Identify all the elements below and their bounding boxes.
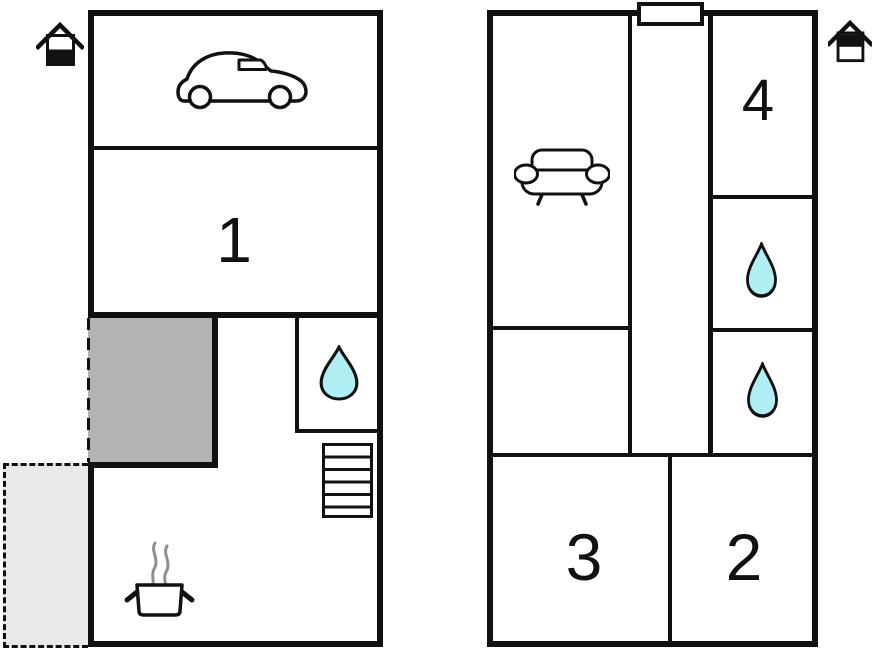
right-plan-wall-bottom xyxy=(487,641,818,647)
chimney xyxy=(637,2,704,26)
room1-bottom-wall xyxy=(88,312,383,318)
room4-divider xyxy=(713,195,812,199)
room2-label: 2 xyxy=(725,520,763,594)
terrace-area xyxy=(88,318,218,468)
room4-label: 4 xyxy=(741,68,775,133)
right-plan-wall-right xyxy=(812,10,818,647)
sofa-icon xyxy=(514,148,610,206)
bathroom-wall-left xyxy=(295,315,299,433)
water-drop-icon xyxy=(746,242,777,298)
stairs-icon xyxy=(322,443,373,518)
bathroom-wall-bottom xyxy=(295,429,377,433)
patio-area xyxy=(3,463,88,648)
left-plan-wall-top xyxy=(88,10,383,16)
car-icon xyxy=(176,51,308,110)
corridor-wall-left xyxy=(628,16,632,457)
room2-room3-divider xyxy=(668,457,672,641)
left-plan-wall-right xyxy=(377,10,383,647)
water-drop-icon xyxy=(319,345,359,401)
ground-floor-house-icon xyxy=(36,21,84,66)
room3-label: 3 xyxy=(565,520,603,594)
living-room-divider xyxy=(493,326,628,330)
left-plan-wall-left-lower xyxy=(88,463,94,647)
left-plan-wall-bottom xyxy=(88,641,383,647)
right-plan-wall-left xyxy=(487,10,493,647)
terrace-open-edge xyxy=(87,318,90,462)
upper-floor-house-icon xyxy=(828,19,872,63)
water-drop-icon xyxy=(747,362,778,418)
cooking-pot-icon xyxy=(124,541,195,617)
corridor-wall-right xyxy=(708,16,713,457)
bathrooms-divider xyxy=(713,328,812,332)
mid-floor-wall xyxy=(493,453,812,457)
room1-label: 1 xyxy=(216,204,252,276)
left-plan-wall-left-upper xyxy=(88,10,94,318)
garage-divider-wall xyxy=(94,146,377,150)
